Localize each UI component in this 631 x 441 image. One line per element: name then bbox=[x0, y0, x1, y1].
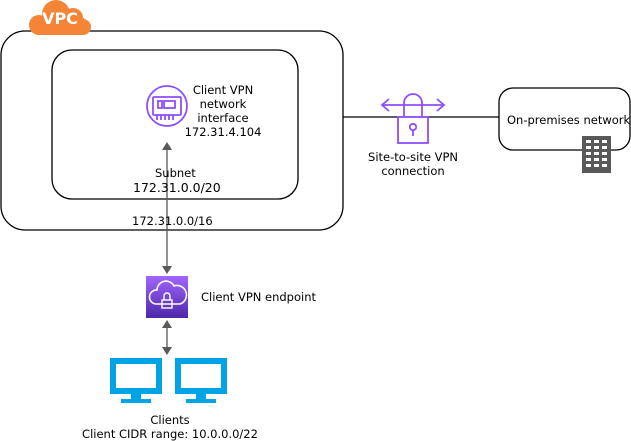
eni-ip: 172.31.4.104 bbox=[184, 125, 262, 139]
subnet-cidr: 172.31.0.0/20 bbox=[133, 180, 221, 195]
onprem-boundary bbox=[498, 87, 631, 151]
vpc-badge-label: VPC bbox=[42, 9, 78, 28]
client-monitor-icon-2 bbox=[175, 358, 227, 403]
client-vpn-endpoint-icon bbox=[146, 276, 188, 318]
subnet-label: Subnet bbox=[155, 166, 196, 180]
server-icon bbox=[582, 136, 611, 173]
onprem-label: On-premises network bbox=[507, 113, 631, 127]
eni-label-line1: Client VPN bbox=[192, 83, 254, 97]
vpc-cloud-icon bbox=[29, 0, 91, 35]
s2s-label: Site-to-site VPN connection bbox=[363, 150, 463, 178]
vpc-cidr: 172.31.0.0/16 bbox=[132, 214, 213, 228]
s2s-label-line1: Site-to-site VPN bbox=[368, 150, 458, 164]
eni-label-line2: network bbox=[199, 97, 247, 111]
vpc-boundary bbox=[0, 30, 344, 231]
eni-endpoint-arrow bbox=[162, 142, 172, 274]
clients-cidr: Client CIDR range: 10.0.0.0/22 bbox=[82, 427, 258, 441]
subnet-boundary bbox=[51, 49, 299, 200]
endpoint-clients-arrow bbox=[162, 320, 172, 355]
vpn-connection-lock-icon bbox=[380, 93, 446, 144]
network-interface-icon bbox=[146, 85, 188, 127]
s2s-label-line2: connection bbox=[381, 164, 445, 178]
clients-label: Clients bbox=[150, 413, 190, 427]
eni-label-line3: interface bbox=[197, 111, 249, 125]
endpoint-label: Client VPN endpoint bbox=[201, 290, 316, 304]
eni-label: Client VPN network interface 172.31.4.10… bbox=[178, 83, 268, 139]
client-monitor-icon bbox=[110, 358, 162, 403]
